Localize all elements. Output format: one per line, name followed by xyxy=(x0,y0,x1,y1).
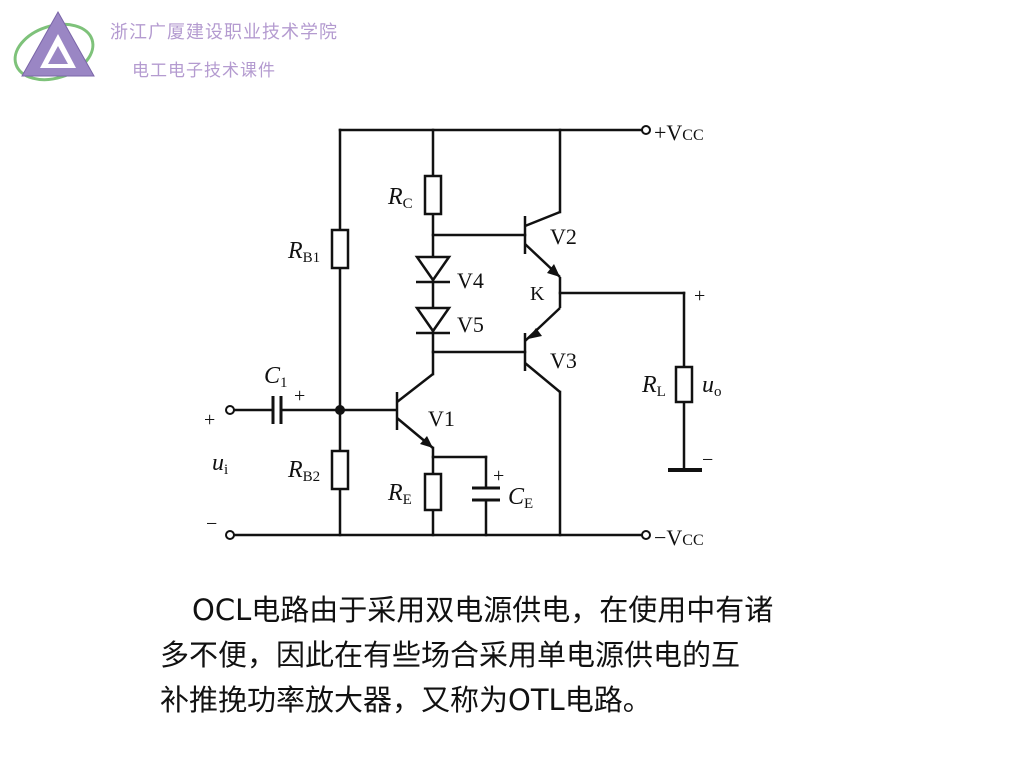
label-v5: V5 xyxy=(457,312,484,337)
transistor-v2-arrow xyxy=(547,264,560,277)
course-name: 电工电子技术课件 xyxy=(132,61,276,81)
label-c1: C1 xyxy=(264,363,288,391)
resistor-rc xyxy=(423,174,443,216)
resistor-rb2 xyxy=(330,449,350,491)
diode-v5 xyxy=(414,306,452,334)
label-output-plus: + xyxy=(694,285,705,307)
otl-circuit-diagram: +VCC −VCC RC RB1 RB2 RE RL C1 CE ui uo V… xyxy=(204,120,722,550)
label-v3: V3 xyxy=(550,348,577,373)
label-v2: V2 xyxy=(550,224,577,249)
resistor-rb1 xyxy=(330,228,350,270)
label-uo: uo xyxy=(702,372,722,400)
school-logo xyxy=(13,10,95,82)
transistor-v1-collector xyxy=(396,373,434,403)
label-input-plus: + xyxy=(204,409,215,431)
label-vcc-neg: −VCC xyxy=(654,525,704,550)
school-name: 浙江广厦建设职业技术学院 xyxy=(110,22,338,43)
description-line-3: 补推挽功率放大器，又称为OTL电路。 xyxy=(160,683,652,717)
label-vcc-pos: +VCC xyxy=(654,120,704,145)
transistor-v2-collector xyxy=(524,210,561,228)
label-node-k: K xyxy=(530,283,545,305)
label-input-minus: − xyxy=(206,513,217,535)
diode-v4 xyxy=(414,255,452,283)
logo-triangle-core xyxy=(48,46,68,64)
transistor-v3-arrow xyxy=(528,328,542,339)
junction-node xyxy=(335,405,345,415)
label-ce: CE xyxy=(508,484,533,512)
label-re: RE xyxy=(387,480,412,508)
label-rb1: RB1 xyxy=(287,238,320,266)
label-output-minus: − xyxy=(702,449,713,471)
label-rb2: RB2 xyxy=(287,457,320,485)
terminal-vcc-pos xyxy=(641,125,651,135)
terminal-input-pos xyxy=(225,405,235,415)
transistor-v3-collector xyxy=(524,362,561,393)
label-ui: ui xyxy=(212,450,228,478)
description-text: OCL电路由于采用双电源供电，在使用中有诸 多不便，因此在有些场合采用单电源供电… xyxy=(160,588,890,723)
label-v4: V4 xyxy=(457,268,484,293)
resistor-re xyxy=(423,472,443,512)
transistor-v1-arrow xyxy=(420,436,433,448)
label-rl: RL xyxy=(641,372,666,400)
terminal-vcc-neg xyxy=(641,530,651,540)
description-line-2: 多不便，因此在有些场合采用单电源供电的互 xyxy=(160,638,741,672)
description-line-1: OCL电路由于采用双电源供电，在使用中有诸 xyxy=(192,593,774,627)
resistor-rl xyxy=(674,365,694,404)
label-v1: V1 xyxy=(428,406,455,431)
label-ce-plus: + xyxy=(493,465,504,487)
logo-ellipse xyxy=(13,22,95,82)
terminal-input-neg xyxy=(225,530,235,540)
label-c1-plus: + xyxy=(294,385,305,407)
label-rc: RC xyxy=(387,184,413,212)
